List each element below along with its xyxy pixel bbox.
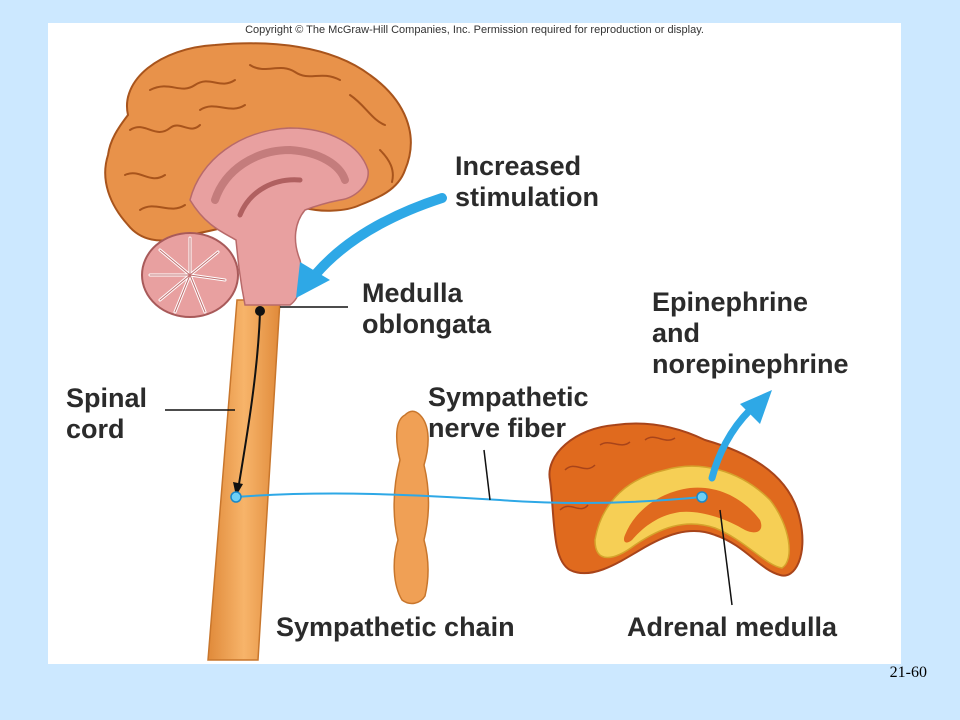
adrenal-synapse-dot (696, 491, 708, 503)
sympathetic-nerve-fiber (234, 492, 703, 504)
sympathetic-chain-shape (393, 410, 430, 605)
label-adrenal-medulla: Adrenal medulla (627, 612, 838, 642)
hormone-release-arrow (708, 406, 754, 482)
spinal-synapse-dot (230, 491, 242, 503)
cerebellum-shape (141, 232, 239, 318)
descending-pathway (237, 311, 261, 491)
copyright-notice: Copyright © The McGraw-Hill Companies, I… (245, 24, 704, 36)
brain-gyri (124, 64, 394, 211)
stimulation-arrow (310, 193, 447, 280)
spinal-cord-shape (207, 299, 281, 661)
label-sympathetic-nerve-fiber: Sympathetic nerve fiber (428, 382, 589, 443)
label-sympathetic-chain: Sympathetic chain (276, 612, 515, 642)
label-spinal-cord: Spinal cord (66, 383, 148, 444)
label-medulla-oblongata: Medulla oblongata (362, 278, 491, 339)
leader-lines (165, 306, 733, 606)
slide-number: 21-60 (889, 664, 927, 681)
medulla-dot (255, 306, 265, 316)
label-increased-stimulation: Increased stimulation (455, 151, 600, 212)
label-epinephrine: Epinephrine and norepinephrine (652, 287, 849, 379)
